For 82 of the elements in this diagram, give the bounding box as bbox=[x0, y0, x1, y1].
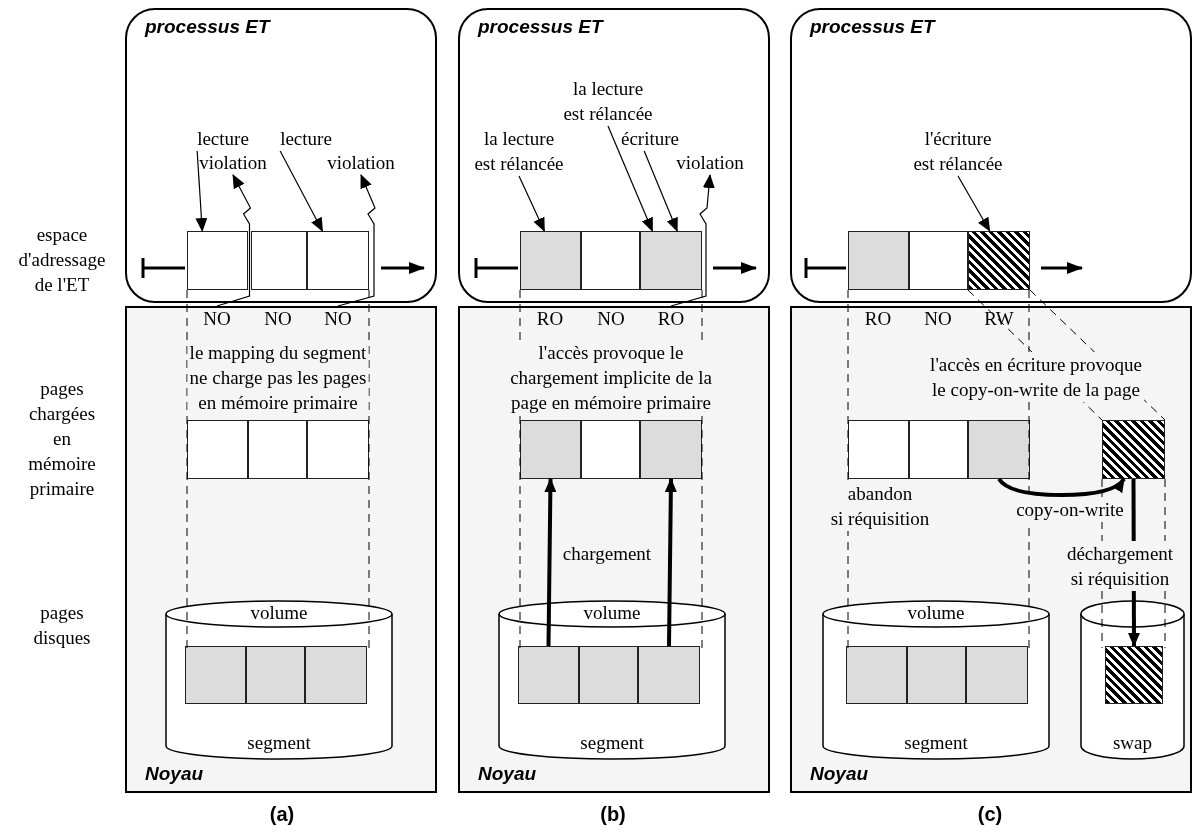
box-title: processus ET bbox=[478, 16, 603, 38]
edge-label: déchargement si réquisition bbox=[1064, 541, 1176, 591]
box-title: processus ET bbox=[810, 16, 935, 38]
page-box bbox=[248, 420, 307, 479]
annotation-text: l'accès en écriture provoque le copy-on-write de la page bbox=[928, 352, 1144, 402]
page-box bbox=[640, 231, 702, 290]
annotation-text: l'écriture est rélancée bbox=[913, 126, 1003, 176]
access-right-label: RO bbox=[657, 306, 685, 331]
arrow bbox=[957, 175, 991, 232]
page-box bbox=[307, 231, 369, 290]
panel-label: (b) bbox=[600, 802, 626, 827]
annotation-text: écriture bbox=[621, 126, 679, 151]
box-title: Noyau bbox=[145, 763, 204, 785]
page-box bbox=[848, 231, 909, 290]
process-box bbox=[125, 8, 437, 303]
edge-label: copy-on-write bbox=[1014, 497, 1126, 522]
panel-label: (c) bbox=[977, 802, 1003, 827]
page-box bbox=[581, 420, 640, 479]
arrow bbox=[607, 125, 653, 232]
page-box bbox=[185, 646, 246, 704]
annotation-text: la lecture est rélancée bbox=[474, 126, 564, 176]
page-box bbox=[251, 231, 307, 290]
page-box bbox=[246, 646, 305, 704]
process-box bbox=[458, 8, 770, 303]
page-box bbox=[581, 231, 640, 290]
page-box bbox=[966, 646, 1028, 704]
page-box bbox=[1105, 646, 1163, 704]
access-right-label: RO bbox=[864, 306, 892, 331]
cylinder-label: segment bbox=[247, 731, 311, 755]
cylinder-label: volume bbox=[250, 601, 308, 625]
page-box bbox=[968, 231, 1030, 290]
annotation-text: lecture bbox=[280, 126, 332, 151]
page-box bbox=[907, 646, 966, 704]
page-box bbox=[1102, 420, 1165, 479]
arrow bbox=[279, 150, 324, 232]
arrow bbox=[664, 478, 677, 647]
page-box bbox=[518, 646, 579, 704]
arrow bbox=[997, 477, 1126, 497]
cylinder-label: volume bbox=[907, 601, 965, 625]
row-label: pages chargées en mémoire primaire bbox=[28, 377, 96, 501]
kernel-box bbox=[125, 306, 437, 793]
page-box bbox=[187, 231, 248, 290]
process-box bbox=[790, 8, 1192, 303]
page-box bbox=[579, 646, 638, 704]
row-label: espace d'adressage de l'ET bbox=[18, 223, 106, 297]
page-box bbox=[909, 231, 968, 290]
access-right-label: RW bbox=[984, 306, 1014, 331]
arrow bbox=[1127, 479, 1140, 647]
page-box bbox=[848, 420, 909, 479]
page-box bbox=[846, 646, 907, 704]
cylinder-label: segment bbox=[904, 731, 968, 755]
access-right-label: NO bbox=[203, 306, 231, 331]
page-box bbox=[640, 420, 702, 479]
arrow bbox=[195, 150, 208, 232]
access-right-label: NO bbox=[924, 306, 952, 331]
page-box bbox=[307, 420, 369, 479]
arrow bbox=[643, 150, 678, 232]
access-right-label: NO bbox=[597, 306, 625, 331]
page-box bbox=[305, 646, 367, 704]
page-box bbox=[520, 231, 581, 290]
page-box bbox=[638, 646, 700, 704]
access-right-label: NO bbox=[324, 306, 352, 331]
box-title: Noyau bbox=[478, 763, 537, 785]
page-box bbox=[187, 420, 248, 479]
cylinder-label: swap bbox=[1112, 731, 1153, 755]
annotation-text: violation bbox=[327, 150, 395, 175]
arrow bbox=[544, 478, 557, 647]
box-title: processus ET bbox=[145, 16, 270, 38]
panel-label: (a) bbox=[269, 802, 295, 827]
arrow bbox=[518, 175, 545, 232]
access-right-label: RO bbox=[536, 306, 564, 331]
annotation-text: violation bbox=[199, 150, 267, 175]
row-label: pages disques bbox=[33, 601, 91, 650]
box-title: Noyau bbox=[810, 763, 869, 785]
cylinder-label: segment bbox=[580, 731, 644, 755]
page-box bbox=[968, 420, 1030, 479]
annotation-text: lecture bbox=[197, 126, 249, 151]
page-box bbox=[909, 420, 968, 479]
annotation-text: violation bbox=[676, 150, 744, 175]
access-right-label: NO bbox=[264, 306, 292, 331]
page-box bbox=[520, 420, 581, 479]
cylinder-label: volume bbox=[583, 601, 641, 625]
